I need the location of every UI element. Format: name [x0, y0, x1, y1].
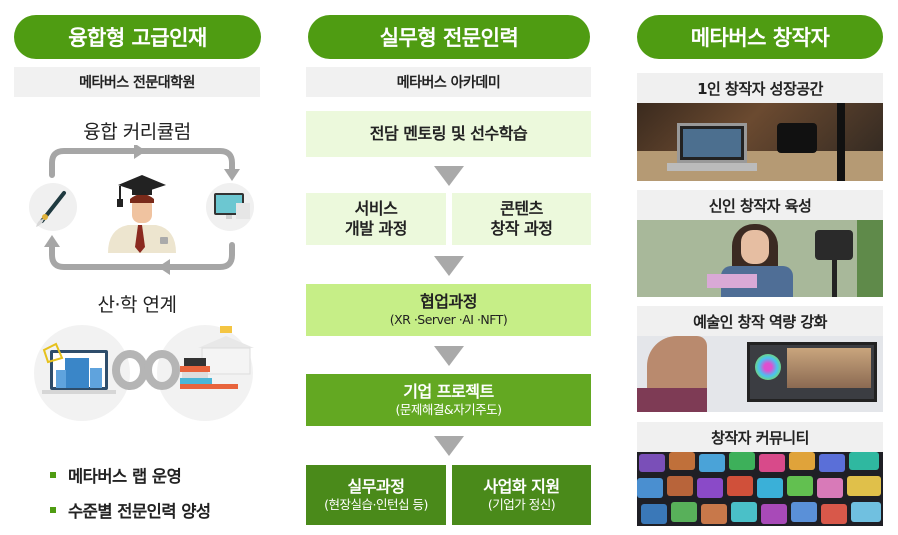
card-title-new-creator: 신인 창작자 육성: [637, 190, 883, 220]
university-books-icon: [180, 326, 254, 389]
step-title: 사업화 지원: [483, 477, 560, 497]
card-title-creator-community: 창작자 커뮤니티: [637, 422, 883, 452]
creator-studio-laptop-camera-photo: [637, 103, 883, 181]
step-subtitle: (문제해결&자기주도): [395, 402, 502, 418]
step-title-line1: 콘텐츠: [500, 199, 543, 218]
paintbrush-icon: [36, 191, 66, 227]
computer-monitor-icon: [214, 193, 250, 219]
office-building-screen-icon: [42, 342, 116, 394]
bullet-square-icon: [50, 471, 56, 478]
section-title-industry-academia: 산·학 연계: [97, 294, 178, 316]
step-practical-course: 실무과정 (현장실습·인턴십 등): [306, 465, 446, 525]
bullet-text: 수준별 전문인력 양성: [68, 501, 211, 521]
card-title-label: 1인 창작자 성장공간: [697, 79, 823, 98]
game-thumbnails-grid-photo: [637, 452, 883, 526]
subheader-graduate-school: 메타버스 전문대학원: [14, 67, 260, 97]
bullet-item: 메타버스 랩 운영: [50, 457, 211, 492]
step-mentoring: 전담 멘토링 및 선수학습: [306, 111, 591, 157]
thumbnail-grid: [637, 452, 881, 524]
bullet-text: 메타버스 랩 운영: [68, 466, 182, 486]
bullet-item: 수준별 전문인력 양성: [50, 492, 211, 527]
card-title-label: 신인 창작자 육성: [708, 196, 812, 215]
step-title-line2: 개발 과정: [345, 219, 407, 238]
step-subtitle: (XR ·Server ·AI ·NFT): [389, 312, 508, 328]
bullet-list: 메타버스 랩 운영 수준별 전문인력 양성: [50, 457, 211, 527]
header-label: 융합형 고급인재: [68, 26, 207, 50]
down-arrow-icon: [434, 166, 464, 186]
subheader-label: 메타버스 아카데미: [396, 75, 501, 91]
header-metaverse-creators: 메타버스 창작자: [637, 15, 883, 59]
step-collaboration: 협업과정 (XR ·Server ·AI ·NFT): [306, 284, 591, 336]
step-title: 전담 멘토링 및 선수학습: [369, 124, 528, 143]
step-subtitle: (현장실습·인턴십 등): [324, 497, 428, 513]
step-title: 실무과정: [347, 477, 405, 497]
step-content-creation: 콘텐츠 창작 과정: [452, 193, 591, 245]
step-title-line2: 창작 과정: [490, 219, 553, 238]
step-service-development: 서비스 개발 과정: [306, 193, 446, 245]
down-arrow-icon: [434, 256, 464, 276]
step-title-line1: 서비스: [354, 199, 398, 218]
step-commercialization-support: 사업화 지원 (기업가 정신): [452, 465, 591, 525]
card-title-artist-capacity: 예술인 창작 역량 강화: [637, 306, 883, 336]
step-title: 협업과정: [420, 292, 477, 312]
section-title-curriculum: 융합 커리큘럼: [83, 121, 191, 143]
step-subtitle: (기업가 정신): [487, 497, 556, 513]
card-title-label: 예술인 창작 역량 강화: [693, 312, 827, 331]
woman-painting-camera-photo: [637, 220, 883, 297]
graduate-student-icon: [108, 175, 176, 253]
header-label: 메타버스 창작자: [690, 26, 830, 50]
bullet-square-icon: [50, 506, 56, 513]
down-arrow-icon: [434, 436, 464, 456]
down-arrow-icon: [434, 346, 464, 366]
man-editing-video-monitor-photo: [637, 336, 883, 412]
subheader-label: 메타버스 전문대학원: [79, 75, 195, 91]
header-label: 실무형 전문인력: [379, 26, 519, 50]
curriculum-cycle-diagram: [29, 145, 254, 275]
subheader-academy: 메타버스 아카데미: [306, 67, 591, 97]
infinity-link-icon: [112, 350, 180, 390]
card-title-creator-space: 1인 창작자 성장공간: [637, 73, 883, 103]
step-corporate-project: 기업 프로젝트 (문제해결&자기주도): [306, 374, 591, 426]
industry-academia-diagram: [34, 325, 254, 421]
step-title: 기업 프로젝트: [403, 382, 494, 402]
card-title-label: 창작자 커뮤니티: [711, 428, 809, 447]
header-convergence-talent: 융합형 고급인재: [14, 15, 261, 59]
header-practical-professionals: 실무형 전문인력: [308, 15, 590, 59]
